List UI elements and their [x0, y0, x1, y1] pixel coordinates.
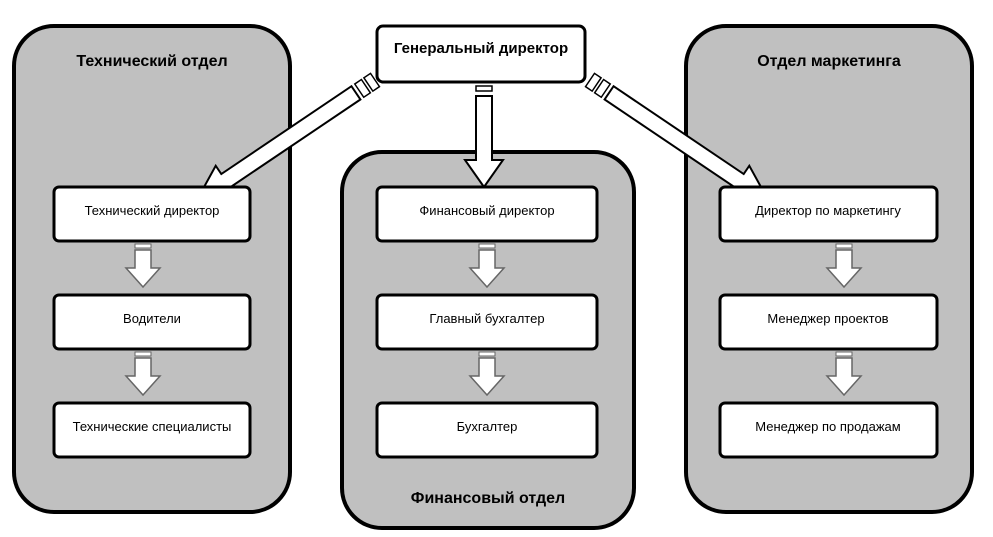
arrow-down-small	[468, 351, 506, 397]
role-label: Директор по маркетингу	[755, 203, 901, 218]
arrow-down-small	[825, 351, 863, 397]
arrow-down-small	[124, 351, 162, 397]
role-label: Технический директор	[85, 203, 220, 218]
role-label: Менеджер проектов	[767, 311, 888, 326]
dept-title-marketing: Отдел маркетинга	[757, 53, 901, 70]
ceo-label: Генеральный директор	[394, 40, 568, 57]
role-label: Главный бухгалтер	[429, 311, 544, 326]
role-label: Водители	[123, 311, 181, 326]
dept-title-finance: Финансовый отдел	[411, 490, 565, 507]
role-box	[52, 293, 252, 351]
role-box	[718, 401, 939, 459]
role-box	[375, 185, 599, 243]
role-box	[52, 185, 252, 243]
role-box	[375, 293, 599, 351]
arrow-down-small	[124, 243, 162, 289]
arrow-down-small	[468, 243, 506, 289]
role-label: Бухгалтер	[457, 419, 518, 434]
ceo-box	[375, 24, 587, 84]
role-box	[52, 401, 252, 459]
role-label: Финансовый директор	[419, 203, 554, 218]
role-label: Менеджер по продажам	[755, 419, 901, 434]
arrow-ceo-to-finance	[463, 85, 505, 189]
role-box	[718, 293, 939, 351]
dept-title-technical: Технический отдел	[76, 53, 227, 70]
role-label: Технические специалисты	[73, 419, 232, 434]
role-box	[718, 185, 939, 243]
role-box	[375, 401, 599, 459]
arrow-down-small	[825, 243, 863, 289]
